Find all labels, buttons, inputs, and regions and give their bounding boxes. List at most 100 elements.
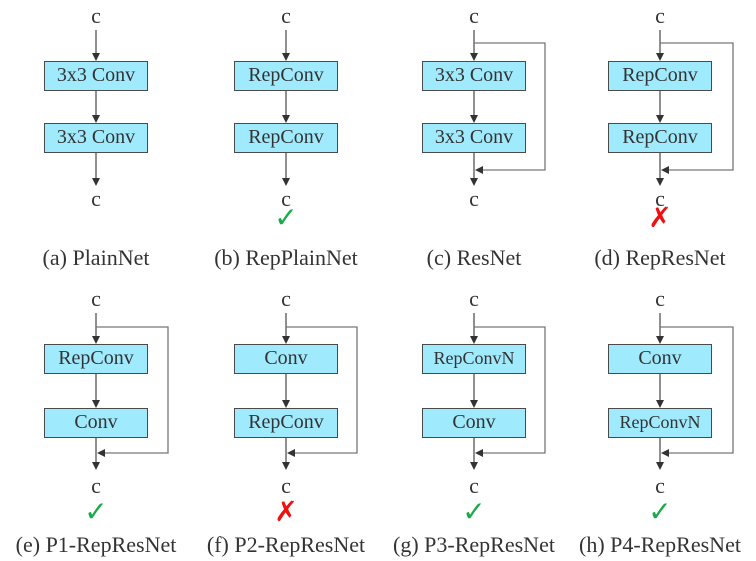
middle-arrow-d-arrowhead: [656, 115, 664, 123]
output-node-label: c: [655, 473, 665, 498]
conv-block-label: Conv: [638, 347, 682, 369]
output-node-label: c: [91, 186, 101, 211]
panel-caption: (d) RepResNet: [594, 245, 726, 270]
middle-arrow-b-arrowhead: [282, 115, 290, 123]
skip-connection-h: [660, 326, 734, 454]
conv-block-label: Conv: [452, 411, 496, 433]
skip-connection-d: [660, 42, 734, 171]
input-arrow-a-arrowhead: [92, 53, 100, 61]
conv-block-1: 3x3 Conv: [44, 61, 148, 91]
conv-block-2: Conv: [422, 408, 526, 438]
conv-block-label: RepConv: [622, 64, 698, 86]
conv-block-1: 3x3 Conv: [422, 61, 526, 91]
middle-arrow-f-arrowhead: [282, 400, 290, 408]
conv-block-label: RepConv: [58, 347, 134, 369]
panel-caption: (g) P3-RepResNet: [393, 532, 555, 557]
output-arrow-h-arrowhead: [656, 462, 664, 470]
conv-block-1: RepConv: [44, 344, 148, 374]
output-node-label: c: [469, 473, 479, 498]
conv-block-label: 3x3 Conv: [434, 126, 514, 148]
conv-block-2: RepConv: [234, 123, 338, 153]
middle-arrow-g-arrowhead: [470, 400, 478, 408]
panel-caption: (h) P4-RepResNet: [579, 532, 741, 557]
conv-block-label: RepConv: [248, 64, 324, 86]
conv-block-2: RepConv: [234, 408, 338, 438]
output-node-label: c: [91, 473, 101, 498]
output-node-label: c: [281, 186, 291, 211]
input-node-label: c: [655, 286, 665, 311]
panel-caption: (c) ResNet: [426, 245, 522, 270]
input-arrow-f-arrowhead: [282, 336, 290, 344]
middle-arrow-h-arrowhead: [656, 400, 664, 408]
input-node-label: c: [281, 3, 291, 28]
conv-block-label: RepConv: [622, 126, 698, 148]
output-arrow-b-arrowhead: [282, 178, 290, 186]
skip-join-c-arrowhead: [475, 166, 483, 174]
input-node-label: c: [281, 286, 291, 311]
conv-block-1: Conv: [608, 344, 712, 374]
conv-block-1: Conv: [234, 344, 338, 374]
input-node-label: c: [91, 3, 101, 28]
skip-join-e-arrowhead: [97, 449, 105, 457]
input-arrow-g-arrowhead: [470, 336, 478, 344]
input-node-label: c: [655, 3, 665, 28]
conv-block-2: 3x3 Conv: [44, 123, 148, 153]
check-mark-icon: ✓: [84, 495, 108, 528]
conv-block-label: Conv: [264, 347, 308, 369]
conv-block-1: RepConvN: [422, 344, 526, 374]
skip-join-g-arrowhead: [475, 449, 483, 457]
conv-block-label: RepConv: [248, 411, 324, 433]
skip-join-d-arrowhead: [661, 166, 669, 174]
cross-mark-icon: ✗: [648, 201, 672, 234]
cross-mark-icon: ✗: [274, 495, 298, 528]
output-node-label: c: [281, 473, 291, 498]
conv-block-2: RepConv: [608, 123, 712, 153]
conv-block-label: 3x3 Conv: [434, 64, 514, 86]
output-node-label: c: [655, 186, 665, 211]
input-arrow-d-arrowhead: [656, 53, 664, 61]
input-node-label: c: [469, 286, 479, 311]
skip-connection-g: [474, 326, 546, 454]
panel-caption: (f) P2-RepResNet: [206, 532, 366, 557]
conv-block-label: 3x3 Conv: [56, 126, 136, 148]
conv-block-label: 3x3 Conv: [56, 64, 136, 86]
skip-join-h-arrowhead: [661, 449, 669, 457]
panel-caption: (b) RepPlainNet: [214, 245, 358, 270]
output-arrow-e-arrowhead: [92, 462, 100, 470]
output-node-label: c: [469, 186, 479, 211]
conv-block-label: RepConvN: [619, 412, 701, 432]
input-arrow-h-arrowhead: [656, 336, 664, 344]
skip-join-f-arrowhead: [287, 449, 295, 457]
conv-block-1: RepConv: [234, 61, 338, 91]
input-arrow-e-arrowhead: [92, 336, 100, 344]
conv-block-label: Conv: [74, 411, 118, 433]
output-arrow-a-arrowhead: [92, 178, 100, 186]
input-node-label: c: [91, 286, 101, 311]
conv-block-2: 3x3 Conv: [422, 123, 526, 153]
input-node-label: c: [469, 3, 479, 28]
input-arrow-c-arrowhead: [470, 53, 478, 61]
check-mark-icon: ✓: [274, 201, 298, 234]
conv-block-label: RepConvN: [433, 348, 515, 368]
input-arrow-b-arrowhead: [282, 53, 290, 61]
middle-arrow-a-arrowhead: [92, 115, 100, 123]
output-arrow-g-arrowhead: [470, 462, 478, 470]
skip-connection-f: [286, 326, 358, 454]
panel-caption: (e) P1-RepResNet: [15, 532, 177, 557]
conv-block-2: Conv: [44, 408, 148, 438]
output-arrow-d-arrowhead: [656, 178, 664, 186]
check-mark-icon: ✓: [648, 495, 672, 528]
skip-connection-e: [96, 326, 169, 454]
middle-arrow-c-arrowhead: [470, 115, 478, 123]
check-mark-icon: ✓: [462, 495, 486, 528]
conv-block-1: RepConv: [608, 61, 712, 91]
conv-block-2: RepConvN: [608, 408, 712, 438]
output-arrow-c-arrowhead: [470, 178, 478, 186]
middle-arrow-e-arrowhead: [92, 400, 100, 408]
skip-connection-c: [474, 42, 546, 171]
output-arrow-f-arrowhead: [282, 462, 290, 470]
conv-block-label: RepConv: [248, 126, 324, 148]
panel-caption: (a) PlainNet: [42, 245, 150, 270]
